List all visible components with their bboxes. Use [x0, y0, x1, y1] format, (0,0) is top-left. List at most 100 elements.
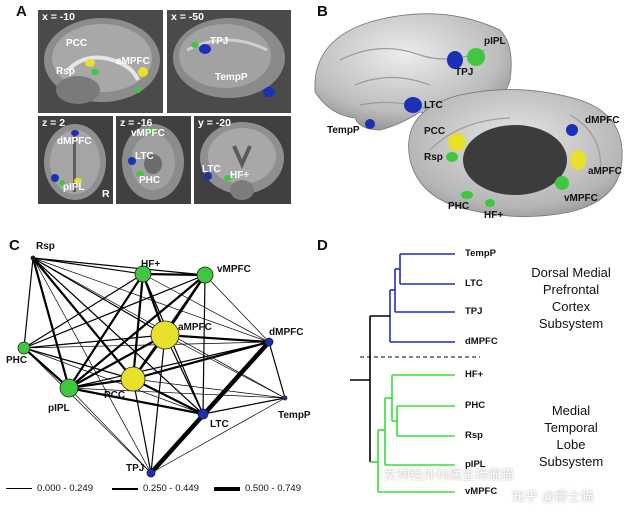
edge-vmpfc-ltc	[202, 274, 206, 415]
legend-label-strong: 0.500 - 0.749	[245, 483, 301, 494]
slice2-label-tpj: TPJ	[210, 36, 229, 47]
edge-rsp-ltc	[32, 257, 204, 415]
d-leaf-phc: PHC	[465, 400, 486, 411]
edge-pipl-tpj	[68, 387, 152, 474]
ampfc-blob	[138, 67, 148, 77]
brain-slice-axial-z16: z = -16 vMPFC LTC PHC	[116, 116, 191, 204]
watermark-top: 女神经外科医生杨猫猫	[384, 467, 515, 482]
legend-line-weak	[6, 488, 32, 489]
tpj-blob	[199, 44, 211, 54]
legend-item-strong: 0.500 - 0.749	[214, 483, 301, 494]
edge-ampfc-pipl	[68, 334, 166, 389]
node-rsp	[30, 255, 36, 261]
legend-item-medium: 0.250 - 0.449	[112, 483, 199, 494]
slice4-label-ltc: LTC	[135, 151, 154, 162]
legend-label-weak: 0.000 - 0.249	[37, 483, 93, 494]
tempp-blob	[263, 87, 275, 97]
d-leaf-ltc: LTC	[465, 278, 483, 289]
edge-tempp-tpj	[150, 397, 286, 474]
slice5-label-hf: HF+	[230, 170, 250, 181]
b-label-tpj: TPJ	[455, 67, 474, 78]
d-leaf-tpj: TPJ	[465, 306, 483, 317]
b-label-dmpfc: dMPFC	[585, 115, 620, 126]
edge-rsp-ampfc	[32, 257, 166, 336]
slice1-label-ampfc: aMPFC	[116, 56, 150, 67]
panel-d-letter: D	[317, 237, 328, 254]
node-hf	[134, 265, 152, 283]
c-label-phc: PHC	[6, 355, 28, 366]
edge-hf-vmpfc	[142, 272, 206, 277]
edge-ltc-tpj	[150, 413, 204, 474]
b-label-rsp: Rsp	[424, 152, 443, 163]
node-ltc	[197, 408, 209, 420]
edge-phc-dmpfc	[23, 341, 270, 349]
edge-dmpfc-tempp	[268, 341, 286, 399]
panel-c-letter: C	[9, 237, 20, 254]
cortical-surface-render	[314, 13, 623, 217]
edge-vmpfc-phc	[23, 274, 206, 349]
edge-ampfc-dmpfc	[164, 333, 270, 344]
b-label-ampfc: aMPFC	[588, 166, 622, 177]
d-leaf-tempp: TempP	[465, 248, 496, 259]
edge-pcc-tpj	[132, 378, 152, 474]
d-leaf-dmpfc: dMPFC	[465, 336, 498, 347]
edge-phc-tpj	[23, 347, 152, 474]
slice4-label-vmpfc: vMPFC	[131, 128, 165, 139]
b-label-ltc: LTC	[424, 100, 443, 111]
dendrogram	[350, 253, 480, 493]
edge-rsp-dmpfc	[32, 257, 270, 343]
slice3-side: R	[102, 188, 110, 200]
edge-hf-phc	[23, 273, 144, 349]
edge-pipl-tempp	[68, 387, 286, 399]
edge-vmpfc-dmpfc	[204, 274, 270, 343]
c-label-pcc: PCC	[104, 390, 126, 401]
c-label-ampfc: aMPFC	[178, 322, 212, 333]
edge-hf-pcc	[131, 273, 145, 380]
edge-rsp-vmpfc	[32, 257, 206, 276]
edge-rsp-pcc	[32, 257, 134, 380]
edge-ampfc-tpj	[150, 334, 166, 474]
c-label-pipl: pIPL	[48, 403, 70, 414]
c-label-dmpfc: dMPFC	[269, 327, 304, 338]
edge-pcc-ltc	[132, 378, 204, 415]
node-phc	[17, 341, 31, 355]
legend-line-medium	[112, 487, 138, 490]
node-vmpfc	[196, 266, 214, 284]
edge-phc-pipl	[23, 347, 70, 389]
brain-slice-sagittal-lateral: x = -50 TPJ TempP	[167, 10, 291, 113]
slice3-coord: z = 2	[42, 117, 66, 129]
b-label-pcc: PCC	[424, 126, 446, 137]
subsystem-dorsal-line2: Prefrontal	[542, 282, 600, 297]
connectivity-network-graph	[17, 255, 288, 478]
subsystem-dorsal-line3: Cortex	[551, 299, 591, 314]
slice3-label-pipl: pIPL	[63, 182, 85, 193]
watermark-bottom: 知乎 @爵士猫	[512, 489, 594, 504]
legend-item-weak: 0.000 - 0.249	[6, 483, 93, 494]
edge-hf-dmpfc	[142, 273, 270, 343]
rsp-blob	[91, 69, 99, 75]
edge-ampfc-tempp	[164, 334, 286, 399]
slice1-label-rsp: Rsp	[56, 66, 75, 77]
subsystem-dorsal-line1: Dorsal Medial	[531, 265, 611, 280]
c-label-tempp: TempP	[278, 410, 311, 421]
d-leaf-rsp: Rsp	[465, 430, 483, 441]
d-leaf-pipl: pIPL	[465, 459, 486, 470]
subsystem-medial-line3: Lobe	[556, 437, 586, 452]
slice5-coord: y = -20	[198, 117, 231, 129]
c-label-vmpfc: vMPFC	[217, 264, 251, 275]
d-leaf-hf: HF+	[465, 369, 484, 380]
slice4-label-phc: PHC	[139, 175, 161, 186]
panel-a-letter: A	[16, 3, 27, 20]
edge-dmpfc-pipl	[68, 341, 270, 389]
c-label-rsp: Rsp	[36, 241, 55, 252]
d-leaf-vmpfc: vMPFC	[465, 486, 498, 497]
edge-rsp-pipl	[31, 257, 71, 389]
subsystem-medial-line2: Temporal	[544, 420, 598, 435]
slice5-label-ltc: LTC	[202, 164, 221, 175]
node-tpj	[146, 468, 156, 478]
edge-dmpfc-pcc	[132, 340, 270, 381]
node-tempp	[282, 395, 288, 401]
edge-pipl-ltc	[68, 386, 204, 416]
edge-rsp-hf	[32, 257, 144, 275]
edge-ampfc-ltc	[164, 334, 204, 415]
